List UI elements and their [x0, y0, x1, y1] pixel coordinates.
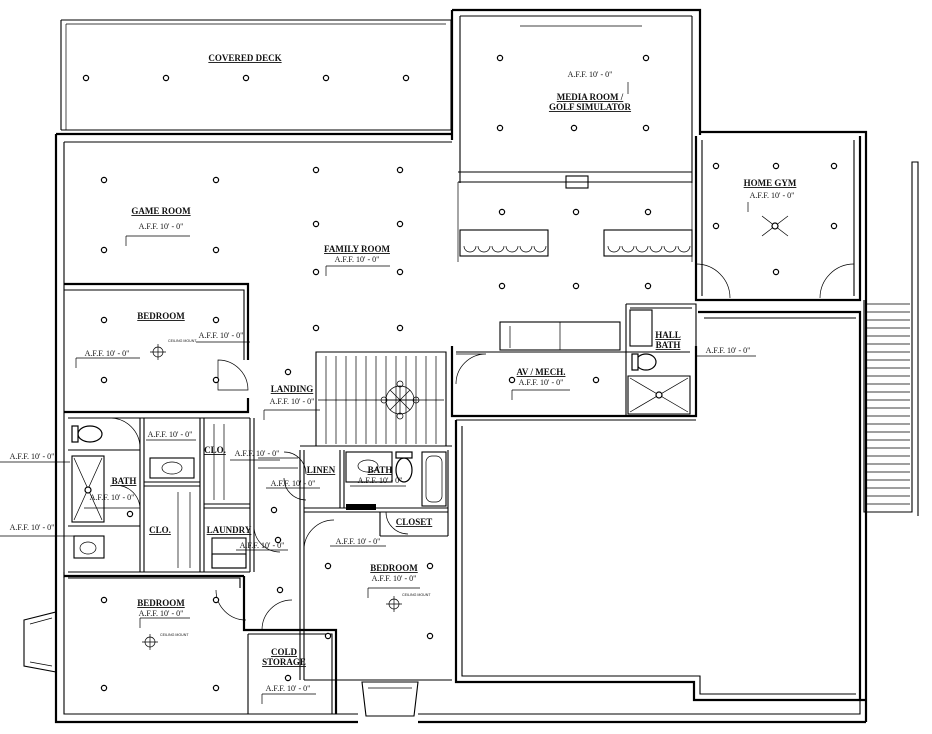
label-cold: COLD: [271, 647, 298, 657]
recessed-lights: [82, 54, 838, 692]
label-golf-simulator: GOLF SIMULATOR: [549, 102, 632, 112]
label-clo-2: CLO.: [149, 525, 171, 535]
note-ceiling-mount-3: CEILING MOUNT: [402, 593, 431, 597]
label-cold-storage: STORAGE: [262, 657, 306, 667]
label-bath-center: BATH: [368, 465, 393, 475]
aff-laundry: A.F.F. 10' - 0": [240, 541, 285, 550]
aff-clo-1: A.F.F. 10' - 0": [148, 430, 193, 439]
elevation-leaders: [0, 82, 756, 704]
aff-bedroom-center: A.F.F. 10' - 0": [372, 574, 417, 583]
label-bath-west: BATH: [112, 476, 137, 486]
aff-game-room: A.F.F. 10' - 0": [139, 222, 184, 231]
label-hall: HALL: [655, 330, 681, 340]
interior-walls: [63, 136, 862, 714]
aff-clo-2: A.F.F. 10' - 0": [235, 449, 280, 458]
aff-landing: A.F.F. 10' - 0": [270, 397, 315, 406]
aff-bath-center: A.F.F. 10' - 0": [358, 476, 403, 485]
note-ceiling-mount-2: CEILING MOUNT: [160, 633, 189, 637]
fixtures: [71, 175, 789, 569]
aff-cold-storage: A.F.F. 10' - 0": [266, 684, 311, 693]
room-labels: COVERED DECK MEDIA ROOM / GOLF SIMULATOR…: [112, 53, 797, 667]
aff-west-2: A.F.F. 10' - 0": [10, 523, 55, 532]
aff-hall-bath: A.F.F. 10' - 0": [706, 346, 751, 355]
elevation-marks: A.F.F. 10' - 0" A.F.F. 10' - 0" A.F.F. 1…: [10, 70, 795, 693]
label-family-room: FAMILY ROOM: [324, 244, 390, 254]
label-home-gym: HOME GYM: [744, 178, 797, 188]
label-bedroom-sw: BEDROOM: [137, 598, 185, 608]
label-game-room: GAME ROOM: [131, 206, 191, 216]
aff-home-gym: A.F.F. 10' - 0": [750, 191, 795, 200]
label-media-room: MEDIA ROOM /: [557, 92, 624, 102]
exterior-walls: [23, 8, 919, 724]
aff-media-room: A.F.F. 10' - 0": [568, 70, 613, 79]
label-clo-1: CLO.: [204, 445, 226, 455]
label-closet: CLOSET: [396, 517, 433, 527]
label-covered-deck: COVERED DECK: [208, 53, 281, 63]
doors: [109, 263, 855, 631]
aff-west-1: A.F.F. 10' - 0": [10, 452, 55, 461]
label-hall-bath: BATH: [656, 340, 681, 350]
label-landing: LANDING: [271, 384, 314, 394]
note-ceiling-mount-1: CEILING MOUNT: [168, 339, 197, 343]
aff-av-mech: A.F.F. 10' - 0": [519, 378, 564, 387]
aff-bedroom-sw: A.F.F. 10' - 0": [139, 609, 184, 618]
label-laundry: LAUNDRY: [207, 525, 252, 535]
fixture-notes: CEILING MOUNT CEILING MOUNT CEILING MOUN…: [160, 339, 431, 637]
aff-linen: A.F.F. 10' - 0": [271, 479, 316, 488]
label-linen: LINEN: [307, 465, 336, 475]
label-bedroom-nw: BEDROOM: [137, 311, 185, 321]
label-bedroom-center: BEDROOM: [370, 563, 418, 573]
aff-family-room: A.F.F. 10' - 0": [335, 255, 380, 264]
label-av-mech: AV / MECH.: [517, 367, 566, 377]
aff-bedroom-nw-b: A.F.F. 10' - 0": [85, 349, 130, 358]
aff-bedroom-nw-a: A.F.F. 10' - 0": [199, 331, 244, 340]
aff-bath-west: A.F.F. 10' - 0": [90, 493, 135, 502]
aff-hall-center: A.F.F. 10' - 0": [336, 537, 381, 546]
